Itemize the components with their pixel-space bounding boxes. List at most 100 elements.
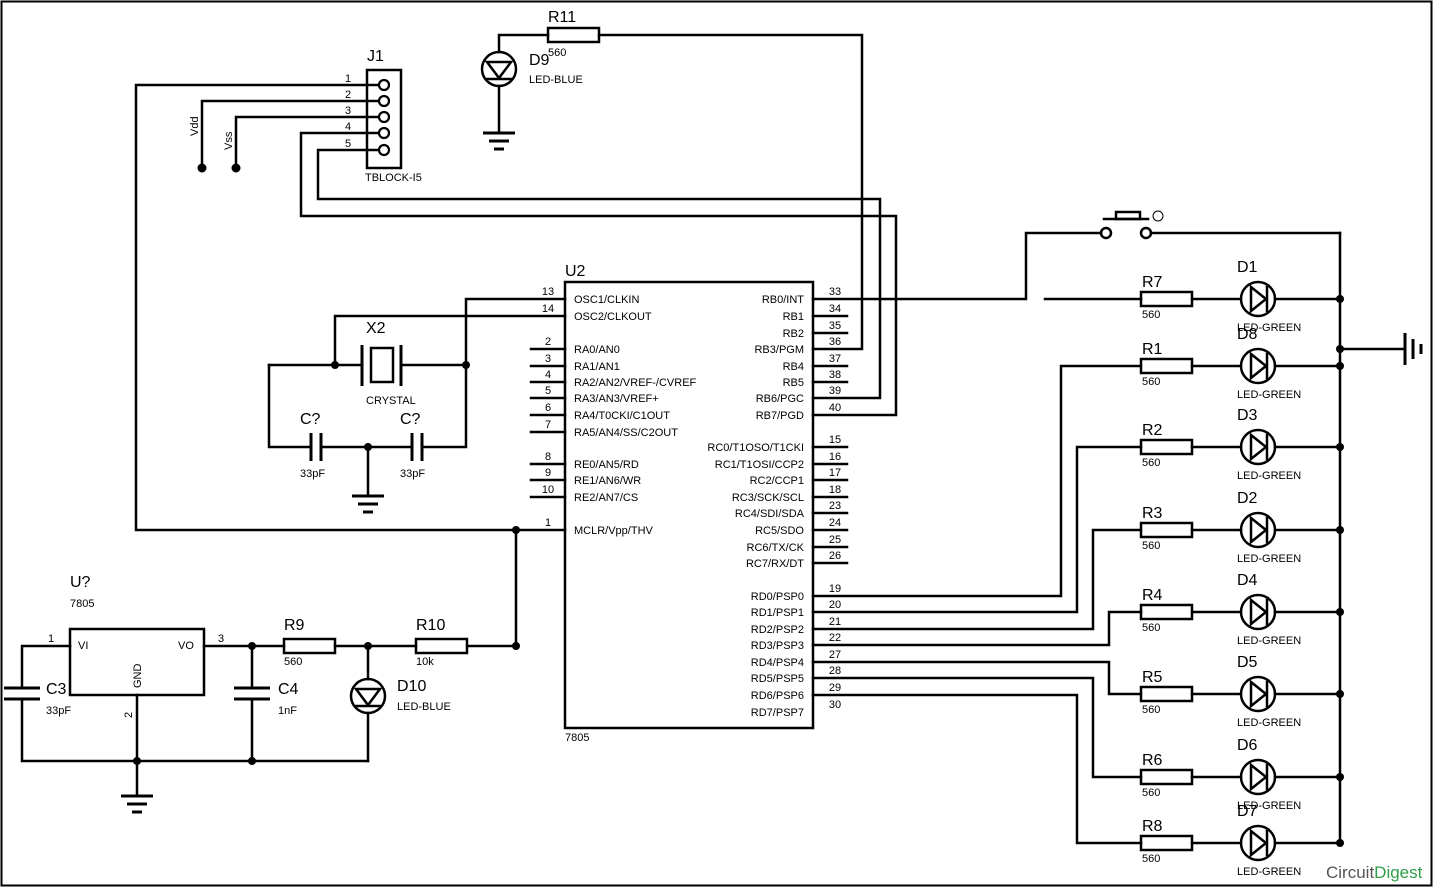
led-diode-ref: D5 [1237, 654, 1258, 671]
u2-pin-name: RA2/AN2/VREF-/CVREF [574, 377, 697, 389]
led-diode-body [1239, 347, 1277, 385]
u2-pin-name: RD0/PSP0 [751, 591, 804, 603]
vss-wire [234, 115, 380, 170]
led-resistor-body [1139, 438, 1194, 456]
u2-pin-number: 26 [829, 550, 841, 562]
led-diode-body [1239, 675, 1277, 713]
r10-value: 10k [416, 656, 434, 668]
led-diode-triangle [1249, 679, 1269, 709]
u2-pin-number: 17 [829, 467, 841, 479]
u2-pin-name: OSC1/CLKIN [574, 294, 639, 306]
u2-pin-name: RC7/RX/DT [746, 558, 804, 570]
led-diode-ref: D1 [1237, 259, 1258, 276]
x2-ref: X2 [366, 320, 386, 337]
led-diode-body [1239, 824, 1277, 862]
j1-body [365, 68, 403, 170]
u2-pin-name: RD4/PSP4 [751, 657, 804, 669]
led-resistor-body [1139, 290, 1194, 308]
led-resistor-body [1139, 685, 1194, 703]
u2-pin-name: RC2/CCP1 [750, 475, 804, 487]
u2-pin-number: 3 [545, 353, 551, 365]
u2-pin-number: 5 [545, 385, 551, 397]
led-drive-wire [811, 610, 1143, 647]
led-diode-body [1239, 593, 1277, 631]
led-resistor-ref: R7 [1142, 274, 1163, 291]
u2-pin-name: RA4/T0CKI/C1OUT [574, 410, 670, 422]
led-diode-triangle [1249, 351, 1269, 381]
u2-pin-number: 13 [542, 286, 554, 298]
j1-pin-terminal [377, 143, 391, 157]
u2-pin-number: 28 [829, 665, 841, 677]
led-resistor-body [1139, 603, 1194, 621]
led-diode-body [1239, 280, 1277, 318]
logo-text-circuit: Circuit [1326, 863, 1374, 882]
u2-right-pins: 33RB0/INT34RB135RB236RB3/PGM37RB438RB539… [707, 286, 849, 719]
u2-pin-number: 33 [829, 286, 841, 298]
u2-pin-number: 25 [829, 534, 841, 546]
u2-pin-number: 34 [829, 303, 841, 315]
u2-pin-number: 22 [829, 632, 841, 644]
x2-body [369, 346, 395, 384]
u2-pin-name: RC3/SCK/SCL [732, 492, 804, 504]
u2-pin-name: RE1/AN6/WR [574, 475, 641, 487]
u2-pin-number: 23 [829, 500, 841, 512]
pgc-wire [316, 148, 882, 400]
vdd-wire [200, 99, 380, 170]
u2-pin-number: 38 [829, 369, 841, 381]
u2-pin-number: 4 [545, 369, 551, 381]
u2-pin-name: RA1/AN1 [574, 361, 620, 373]
d9-value: LED-BLUE [529, 74, 583, 86]
led-drive-wire [811, 676, 1143, 779]
led-drive-wire [811, 693, 1143, 845]
u2-pin-name: MCLR/Vpp/THV [574, 525, 654, 537]
led-resistor-value: 560 [1142, 457, 1160, 469]
d10-ref: D10 [397, 678, 426, 695]
c-osc1-ref: C? [300, 411, 321, 428]
u2-pin-number: 18 [829, 484, 841, 496]
led-resistor-ref: R6 [1142, 752, 1163, 769]
led-resistor-body [1139, 768, 1194, 786]
c3-value: 33pF [46, 705, 71, 717]
u2-pin-name: RC1/T1OSI/CCP2 [715, 459, 804, 471]
led-diode-value: LED-GREEN [1237, 635, 1301, 647]
led-diode-value: LED-GREEN [1237, 800, 1301, 812]
u2-pin-number: 16 [829, 451, 841, 463]
led-diode-body [1239, 428, 1277, 466]
led-resistor-ref: R3 [1142, 505, 1163, 522]
u2-pin-number: 24 [829, 517, 841, 529]
u2-pin-number: 27 [829, 649, 841, 661]
u2-pin-number: 20 [829, 599, 841, 611]
u2-pin-number: 2 [545, 336, 551, 348]
vss-label: Vss [223, 131, 235, 150]
led-diode-value: LED-GREEN [1237, 470, 1301, 482]
push-button [811, 210, 1342, 301]
led-resistor-value: 560 [1142, 853, 1160, 865]
regulator-gnd: GND [132, 664, 144, 689]
led-drive-wire [811, 660, 1143, 696]
led-diode-body [1239, 511, 1277, 549]
d10-triangle [353, 687, 383, 708]
led-resistor-value: 560 [1142, 787, 1160, 799]
u2-body [563, 280, 815, 730]
u2-pin-number: 6 [545, 402, 551, 414]
led-resistor-value: 560 [1142, 376, 1160, 388]
u2-pin-name: RD3/PSP3 [751, 640, 804, 652]
c-osc2-value: 33pF [400, 468, 425, 480]
u2-pin-number: 9 [545, 467, 551, 479]
u2-pin-number: 8 [545, 451, 551, 463]
led-diode-value: LED-GREEN [1237, 389, 1301, 401]
r9-ref: R9 [284, 617, 305, 634]
led-drive-wire [811, 364, 1143, 598]
u2-pin-name: RB1 [783, 311, 804, 323]
led-resistor-ref: R1 [1142, 341, 1163, 358]
d9-triangle [484, 60, 514, 81]
led-diode-triangle [1249, 432, 1269, 462]
u2-pin-number: 40 [829, 402, 841, 414]
led-resistor-value: 560 [1142, 540, 1160, 552]
u2-pin-name: RD5/PSP5 [751, 673, 804, 685]
j1-pin-number: 5 [345, 138, 351, 150]
u2-pin-number: 39 [829, 385, 841, 397]
d9-r11-branch: R11 560 D9 LED-BLUE [480, 9, 864, 351]
u2-pin-name: RE0/AN5/RD [574, 459, 639, 471]
